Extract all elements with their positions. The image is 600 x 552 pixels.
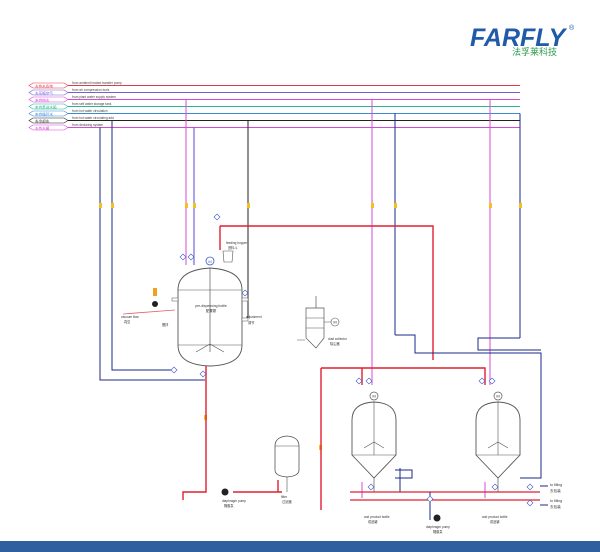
valve-icon: [187, 253, 195, 261]
right-label-cn: 调节: [248, 320, 255, 325]
utility-line-en: from hot water circulating add: [72, 116, 114, 120]
outlet-label-cn: 去包装: [550, 504, 561, 509]
agitator-motor-icon: [205, 256, 215, 266]
product-tank-1-label-en: and product bottle: [364, 515, 390, 519]
diaphragm-pump-label-cn: 隔膜泵: [224, 503, 234, 508]
valve-icon: [170, 366, 178, 374]
valve-icon: [213, 213, 221, 221]
motor-symbol: M: [333, 320, 336, 325]
valve-icon: [199, 370, 207, 378]
process-magenta-lines: [361, 482, 486, 498]
utility-line-water-tank: 来自泵送水箱 from self water storage tank: [28, 102, 520, 110]
diaphragm-pump-icon: [221, 488, 229, 496]
main-tank-label-en: pre-dispensing bottle: [195, 304, 227, 308]
valve-icon: [355, 377, 363, 385]
valve-icon: [426, 495, 434, 503]
right-label-en: adjustment: [246, 315, 262, 319]
valve-icon: [365, 377, 373, 385]
utility-line-cn: 来自循环水: [35, 112, 53, 117]
utility-line-cooling-water: 去冷却水 from hot water circulating add: [28, 116, 520, 124]
valve-icon: [491, 483, 499, 491]
utility-line-hot-water: 去热水系统 from ambient heated transfer pump: [28, 81, 520, 89]
valves: [170, 213, 534, 507]
utility-line-cn: 去热水罐: [35, 126, 50, 131]
registered-mark: ®: [569, 24, 575, 32]
main-tank: M pre-dispensing bottle 配置罐 搅拌 adjustmen…: [162, 256, 262, 367]
utility-line-en: from deducing system: [72, 123, 104, 127]
utility-line-pure-water: 来自纯水 from plant water supply system: [28, 95, 520, 103]
brand-chinese-name: 法孚莱科技: [512, 46, 557, 57]
utility-line-en: from self water storage tank: [72, 102, 112, 106]
valve-icon: [478, 377, 486, 385]
footer-bar: [0, 541, 600, 552]
filter-label-en: filter: [281, 495, 288, 499]
product-tank-1-motor-icon: [369, 391, 379, 401]
dust-collector: M dust collector 除尘器: [297, 296, 348, 349]
motor-symbol: M: [208, 259, 211, 264]
brand-name: FARFLY: [470, 24, 568, 52]
vacuum-pump: vacuum flow 真空: [121, 288, 176, 324]
filter-vessel: filter 过滤器: [274, 435, 300, 504]
utility-line-hot-water-tank: 去热水罐 from deducing system: [28, 123, 520, 131]
motor-symbol: M: [496, 394, 499, 399]
feeding-hopper: feeding hopper 进料斗: [222, 241, 248, 263]
product-tank-1: M and product bottle 成品罐: [351, 391, 397, 524]
motor-symbol: M: [372, 394, 375, 399]
utility-line-en: from hot water circulation: [72, 109, 108, 113]
product-tank-2-label-en: and product bottle: [482, 515, 508, 519]
bottom-pump-icon: [433, 514, 441, 522]
outlet-label-cn: 去包装: [550, 488, 561, 493]
diaphragm-pump-label-en: diaphragm pump: [222, 499, 246, 503]
utility-line-compressed-air: 去压缩空气 from air compression tools: [28, 88, 520, 96]
utility-line-en: from plant water supply system: [72, 95, 116, 99]
bottom-pump: diaphragm pump 隔膜泵: [426, 514, 450, 534]
vacuum-label-cn: 真空: [124, 319, 130, 324]
left-label: 搅拌: [162, 322, 169, 327]
product-tank-1-label-cn: 成品罐: [368, 519, 378, 524]
outlet-2: to filling 去包装: [550, 499, 562, 509]
bottom-pump-label-cn: 隔膜泵: [433, 529, 443, 534]
valve-icon: [179, 253, 187, 261]
utility-line-cn: 去热水系统: [35, 84, 53, 89]
filter-label-cn: 过滤器: [282, 499, 292, 504]
valve-icon: [526, 499, 534, 507]
vacuum-label-en: vacuum flow: [121, 315, 139, 319]
process-red-lines: [182, 225, 486, 510]
utility-line-en: from ambient heated transfer pump: [72, 81, 122, 85]
dust-label-cn: 除尘器: [330, 341, 340, 346]
product-tank-2: M and product bottle 成品罐: [475, 391, 521, 524]
dust-collector-motor-icon: [330, 317, 340, 327]
valve-icon: [488, 377, 496, 385]
utility-line-en: from air compression tools: [72, 88, 110, 92]
outlet-label-en: to filling: [550, 499, 562, 503]
valve-icon: [367, 483, 375, 491]
vacuum-pump-icon: [152, 301, 158, 307]
diaphragm-pump-left: diaphragm pump 隔膜泵: [221, 488, 246, 508]
outlet-label-en: to filling: [550, 483, 562, 487]
utility-line-cn: 来自泵送水箱: [35, 105, 57, 110]
bottom-pump-label-en: diaphragm pump: [426, 525, 450, 529]
hopper-label-en: feeding hopper: [226, 241, 248, 245]
product-tank-2-label-cn: 成品罐: [490, 519, 500, 524]
utility-line-cn: 来自纯水: [35, 98, 50, 103]
utility-line-cn: 去压缩空气: [35, 91, 53, 96]
product-tank-2-motor-icon: [493, 391, 503, 401]
utility-line-cn: 去冷却水: [35, 119, 50, 124]
utility-line-circulating-water: 来自循环水 from hot water circulation: [28, 109, 520, 117]
hopper-label-cn: 进料斗: [228, 245, 238, 250]
brand-logo: FARFLY ® 法孚莱科技: [470, 24, 575, 57]
valve-icon: [526, 483, 534, 491]
dust-label-en: dust collector: [328, 337, 348, 341]
utility-lines: 去热水系统 from ambient heated transfer pump …: [28, 81, 520, 131]
outlet-1: to filling 去包装: [550, 483, 562, 493]
valve-icon: [241, 289, 249, 297]
main-tank-label-cn: 配置罐: [206, 308, 217, 313]
